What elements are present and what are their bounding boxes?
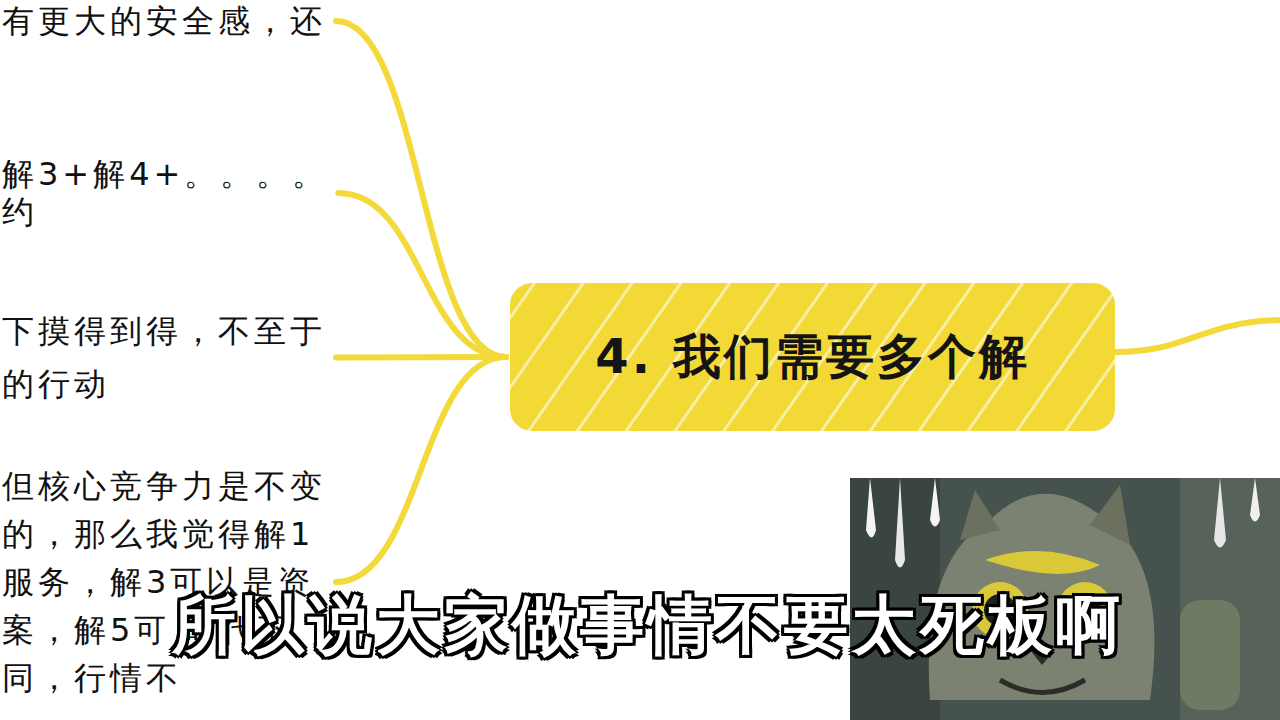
subtitle-caption: 所以说大家做事情不要太死板啊: [172, 582, 1124, 669]
topic-box: 4. 我们需要多个解: [510, 283, 1115, 431]
branch-line: [1115, 320, 1280, 352]
branch-text: 有更大的安全感，还: [2, 2, 352, 40]
branch-text: 解3+解4+。。。。约: [2, 155, 352, 231]
branch-node: 下摸得到得，不至于 的行动: [2, 305, 352, 411]
fur-patch: [985, 551, 1100, 574]
branch-connector: [336, 21, 506, 357]
creature-ear: [960, 490, 1000, 540]
branch-connector: [338, 193, 506, 357]
branch-text: 但核心竞争力是不变 的，那么我觉得解1 服务，解3可以是资 案，解5可 时代不同…: [2, 462, 352, 702]
creature-mouth: [1000, 680, 1085, 693]
branch-text: 下摸得到得，不至于 的行动: [2, 305, 352, 411]
topic-text: 4. 我们需要多个解: [595, 325, 1029, 389]
branch-connector: [336, 357, 506, 582]
branch-node: 解3+解4+。。。。约: [2, 155, 352, 231]
drop-shape: [930, 478, 940, 527]
background-figure: [1180, 600, 1240, 710]
creature-ear: [1090, 485, 1130, 545]
drop-shape: [866, 478, 876, 538]
inset-shade: [1180, 478, 1280, 720]
drop-shape: [1250, 478, 1260, 522]
branch-node: 但核心竞争力是不变 的，那么我觉得解1 服务，解3可以是资 案，解5可 时代不同…: [2, 462, 352, 702]
drop-shape: [1214, 478, 1226, 548]
drop-shape: [895, 478, 905, 568]
branch-node: 有更大的安全感，还: [2, 2, 352, 40]
branch-connector: [336, 354, 506, 361]
